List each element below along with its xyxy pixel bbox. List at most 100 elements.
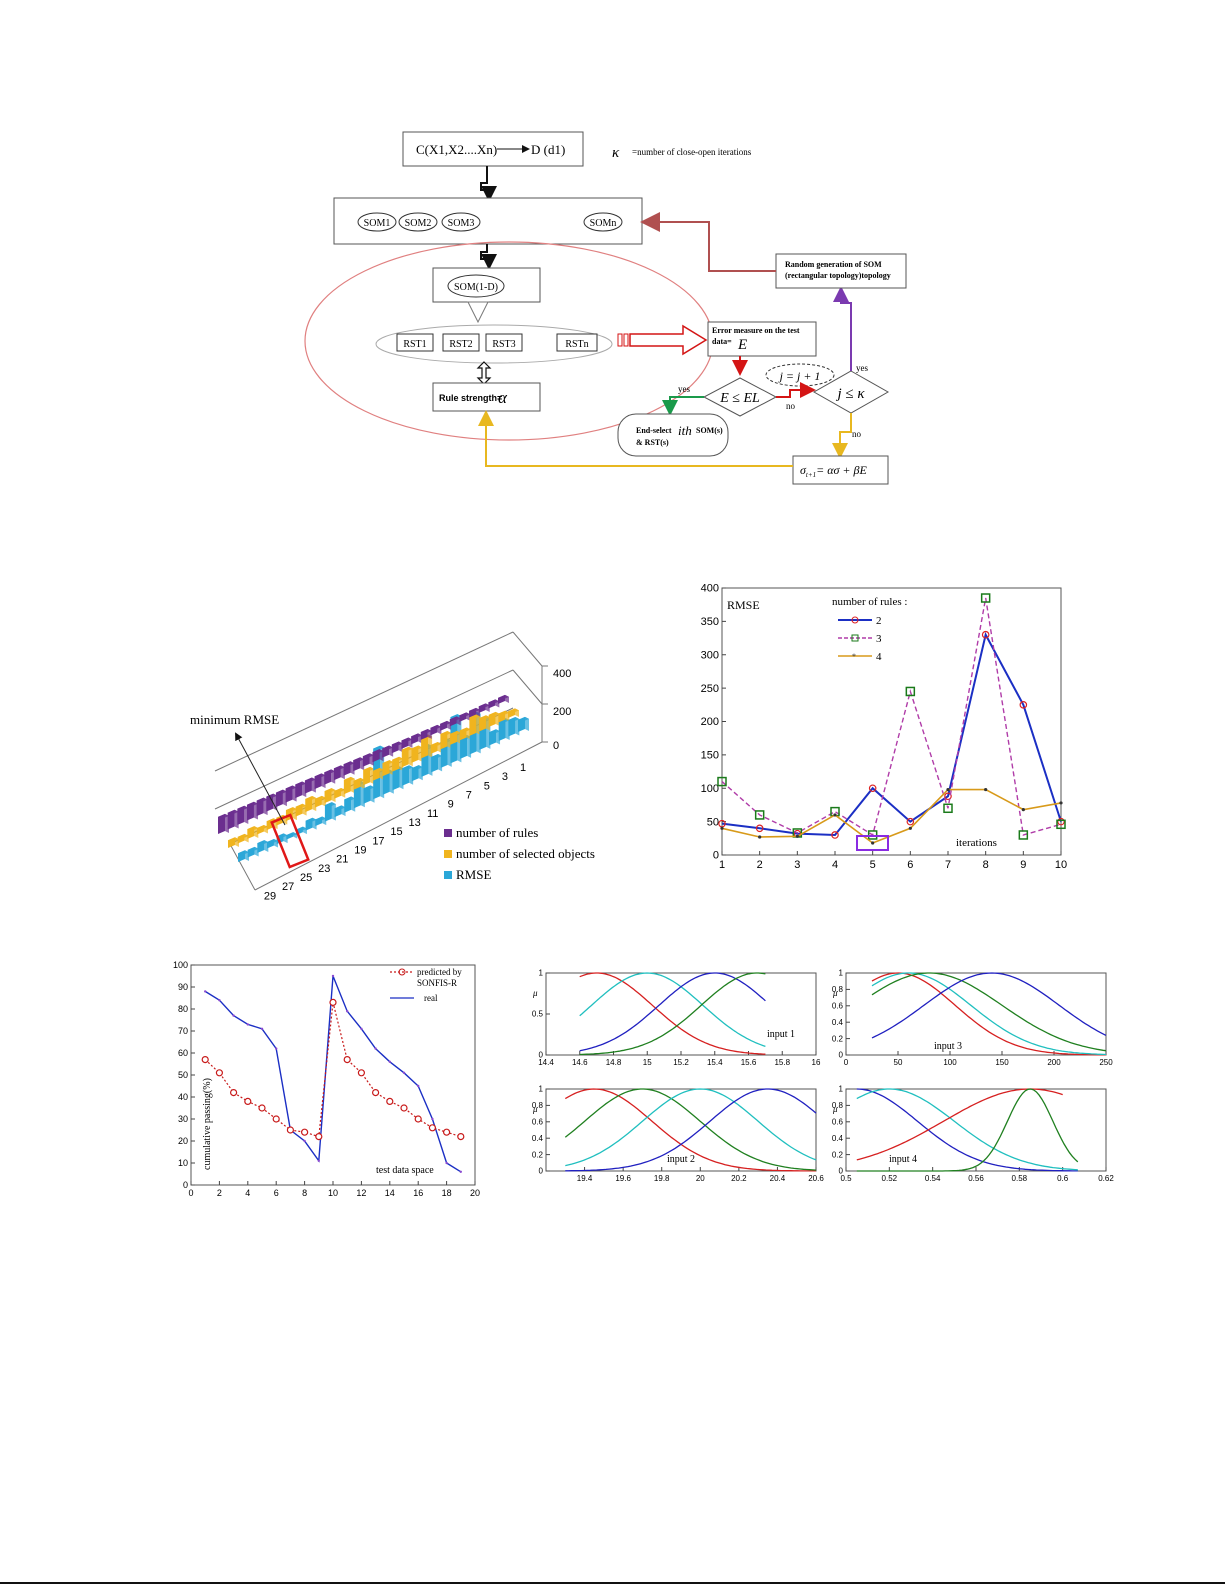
end-ith: ith	[678, 423, 692, 438]
bar-objects	[363, 766, 371, 786]
legend-label: number of selected objects	[456, 846, 595, 861]
rmse-legend: 2 3 * 4	[838, 615, 882, 663]
z-tick: 0	[553, 740, 559, 752]
x-tick-label: 20.4	[770, 1174, 786, 1183]
y-tick-label: 50	[707, 816, 719, 828]
cum-point-real	[204, 990, 207, 993]
sigma-box	[792, 455, 889, 485]
rmse-point	[871, 841, 875, 845]
bar-rules	[227, 809, 239, 815]
yes-label-j: yes	[856, 363, 868, 373]
cum-point-predicted	[272, 1115, 280, 1123]
bar3d-x-tick: 27	[282, 881, 294, 893]
y-tick-label: 90	[178, 982, 188, 992]
x-tick-label: 20	[470, 1188, 480, 1198]
flowchart: C(X1,X2....Xn) D (d1) κ =number of close…	[304, 131, 907, 485]
legend-swatch-objects	[444, 850, 452, 858]
y-tick-label: 1	[539, 969, 544, 978]
y-tick-label: 1	[839, 1085, 844, 1094]
mf-curve	[564, 1088, 817, 1171]
bar-rules	[275, 789, 287, 795]
x-tick-label: 3	[794, 859, 800, 871]
bar-rules	[285, 785, 297, 791]
double-arrow	[476, 361, 492, 385]
mf-curve	[579, 972, 766, 1056]
y-tick-label: 70	[178, 1026, 188, 1036]
yellow-arrow-back	[478, 410, 793, 467]
min-rmse-highlight	[270, 813, 310, 869]
alpha-symbol: α	[498, 388, 508, 407]
x-tick-label: 0.5	[840, 1174, 852, 1183]
bar-objects	[508, 708, 519, 714]
x-tick-label: 15.4	[707, 1058, 723, 1067]
y-tick-label: 100	[701, 783, 719, 795]
bar-objects	[228, 837, 239, 843]
rmse-point	[758, 835, 762, 839]
bar-rules	[498, 694, 509, 700]
bar-rules	[295, 781, 307, 787]
cum-point-real	[275, 1047, 278, 1050]
rmse-point	[1018, 830, 1029, 840]
red-arrow-right	[776, 382, 816, 398]
cum-point-predicted	[244, 1097, 252, 1106]
y-tick-label: 0.6	[832, 1117, 844, 1126]
cum-point-predicted	[428, 1124, 436, 1132]
som-item: SOMn	[590, 218, 617, 229]
mf-curve	[579, 972, 766, 1055]
x-tick-label: 10	[328, 1188, 338, 1198]
cum-point-predicted	[286, 1126, 294, 1134]
cum-point-real	[417, 1084, 420, 1088]
rmse-lines	[717, 593, 1066, 845]
cum-legend-label-1b: SONFIS-R	[417, 978, 457, 988]
legend-marker-circle	[398, 968, 406, 976]
rst-item: RSTn	[565, 339, 588, 350]
error-box-line1: Error measure on the test	[712, 326, 800, 335]
bar3d-x-tick: 7	[466, 790, 472, 802]
rmse-point	[755, 824, 764, 833]
bar-rules	[362, 753, 374, 759]
input-box-target: D (d1)	[531, 142, 565, 157]
mf-panel-title: input 4	[889, 1154, 917, 1165]
x-tick-label: 100	[943, 1058, 957, 1067]
bar-objects	[488, 711, 500, 717]
bar-rmse	[460, 734, 468, 759]
cum-point-real	[260, 1027, 264, 1031]
bar-rules	[449, 716, 461, 722]
mf-panel-title: input 3	[934, 1041, 962, 1052]
bar-objects	[401, 746, 409, 768]
mf-curve	[565, 1088, 817, 1172]
min-point-highlight	[856, 835, 889, 851]
rmse-point	[720, 826, 724, 830]
rmse-point	[980, 593, 991, 603]
mf-panel-title: input 1	[767, 1029, 795, 1040]
rmse-point	[908, 826, 912, 830]
rmse-plot-frame	[721, 587, 1062, 856]
bar-rules	[266, 793, 278, 799]
x-tick-label: 0	[844, 1058, 849, 1067]
y-tick-label: 0.2	[832, 1150, 844, 1159]
x-tick-label: 14.4	[538, 1058, 554, 1067]
x-tick-label: 19.4	[577, 1174, 593, 1183]
cum-legend-label-2: real	[424, 993, 438, 1003]
mf-curve	[565, 1088, 817, 1167]
y-tick-label: 0	[839, 1051, 844, 1060]
y-tick-label: 250	[701, 683, 719, 695]
x-tick-label: 0.52	[882, 1174, 898, 1183]
y-tick-label: 1	[839, 969, 844, 978]
kappa-symbol: κ	[612, 145, 620, 161]
x-tick-label: 2	[757, 859, 763, 871]
rmse-point	[833, 813, 837, 817]
x-tick-label: 15.6	[741, 1058, 757, 1067]
rmse-legend-label: 2	[876, 615, 882, 627]
x-tick-label: 6	[907, 859, 913, 871]
cum-point-real	[303, 1139, 306, 1143]
cum-point-predicted	[230, 1088, 238, 1097]
bar-rmse	[392, 766, 400, 791]
legend-marker-square	[851, 634, 859, 642]
bar3d-x-tick: 17	[372, 835, 384, 847]
